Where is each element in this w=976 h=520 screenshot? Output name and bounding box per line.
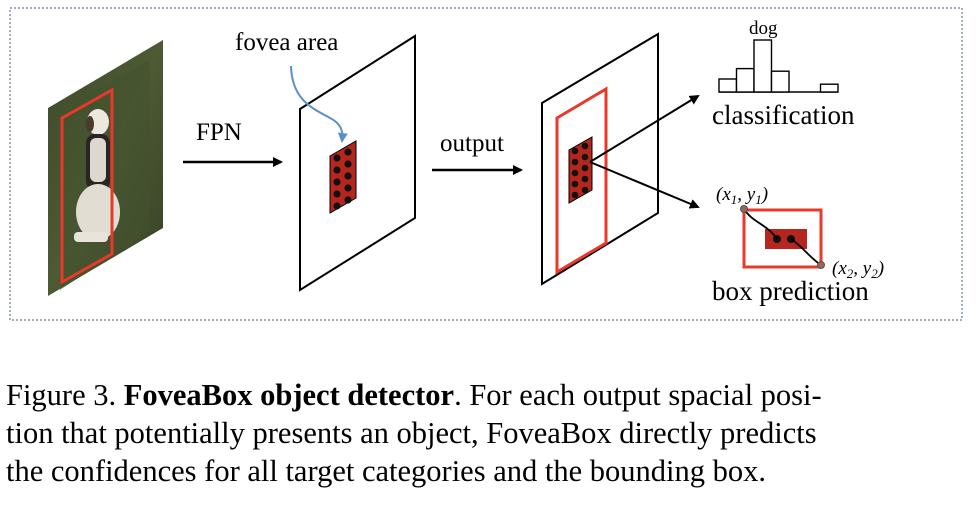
figure-caption: Figure 3. FoveaBox object detector. For …	[6, 376, 970, 490]
output-map	[541, 32, 659, 286]
caption-line-1: Figure 3. FoveaBox object detector. For …	[6, 376, 970, 414]
histogram-bar	[770, 70, 790, 93]
caption-title: FoveaBox object detector	[123, 378, 455, 412]
figure-number: Figure 3.	[6, 378, 117, 412]
caption-line-2: tion that potentially presents an object…	[6, 416, 817, 450]
output-label: output	[440, 130, 504, 157]
input-dog-image	[48, 40, 163, 296]
classification-arrow	[589, 94, 700, 163]
caption-line-3: the confidences for all target categorie…	[6, 454, 766, 488]
fovea-pointer-arrow	[290, 65, 348, 143]
classification-label: classification	[712, 100, 855, 130]
fovea-area-label: fovea area	[235, 29, 338, 56]
top-left-coord: (x1, y1)	[716, 184, 768, 207]
histogram-bar	[819, 83, 839, 93]
histogram-bar	[735, 67, 755, 93]
caption-line-1-text: . For each output spacial posi-	[454, 378, 822, 412]
dog-shape	[74, 109, 120, 242]
feature-map	[299, 34, 416, 292]
fpn-label: FPN	[196, 119, 242, 146]
box-arrow	[589, 161, 700, 209]
foveabox-diagram: FPN fovea area output dog cla	[9, 7, 963, 321]
histogram-bar	[718, 78, 738, 93]
class-histogram	[718, 39, 839, 93]
dog-label: dog	[749, 18, 778, 39]
ground-truth-box	[60, 87, 114, 285]
figure-border	[9, 7, 963, 321]
output-fovea-grid	[568, 136, 593, 204]
bottom-right-coord: (x2, y2)	[832, 258, 884, 281]
predicted-box	[555, 86, 608, 275]
fovea-grid	[329, 140, 357, 214]
histogram-bar	[753, 39, 773, 93]
box-prediction-graphic	[740, 205, 825, 269]
box-prediction-label: box prediction	[712, 276, 869, 306]
